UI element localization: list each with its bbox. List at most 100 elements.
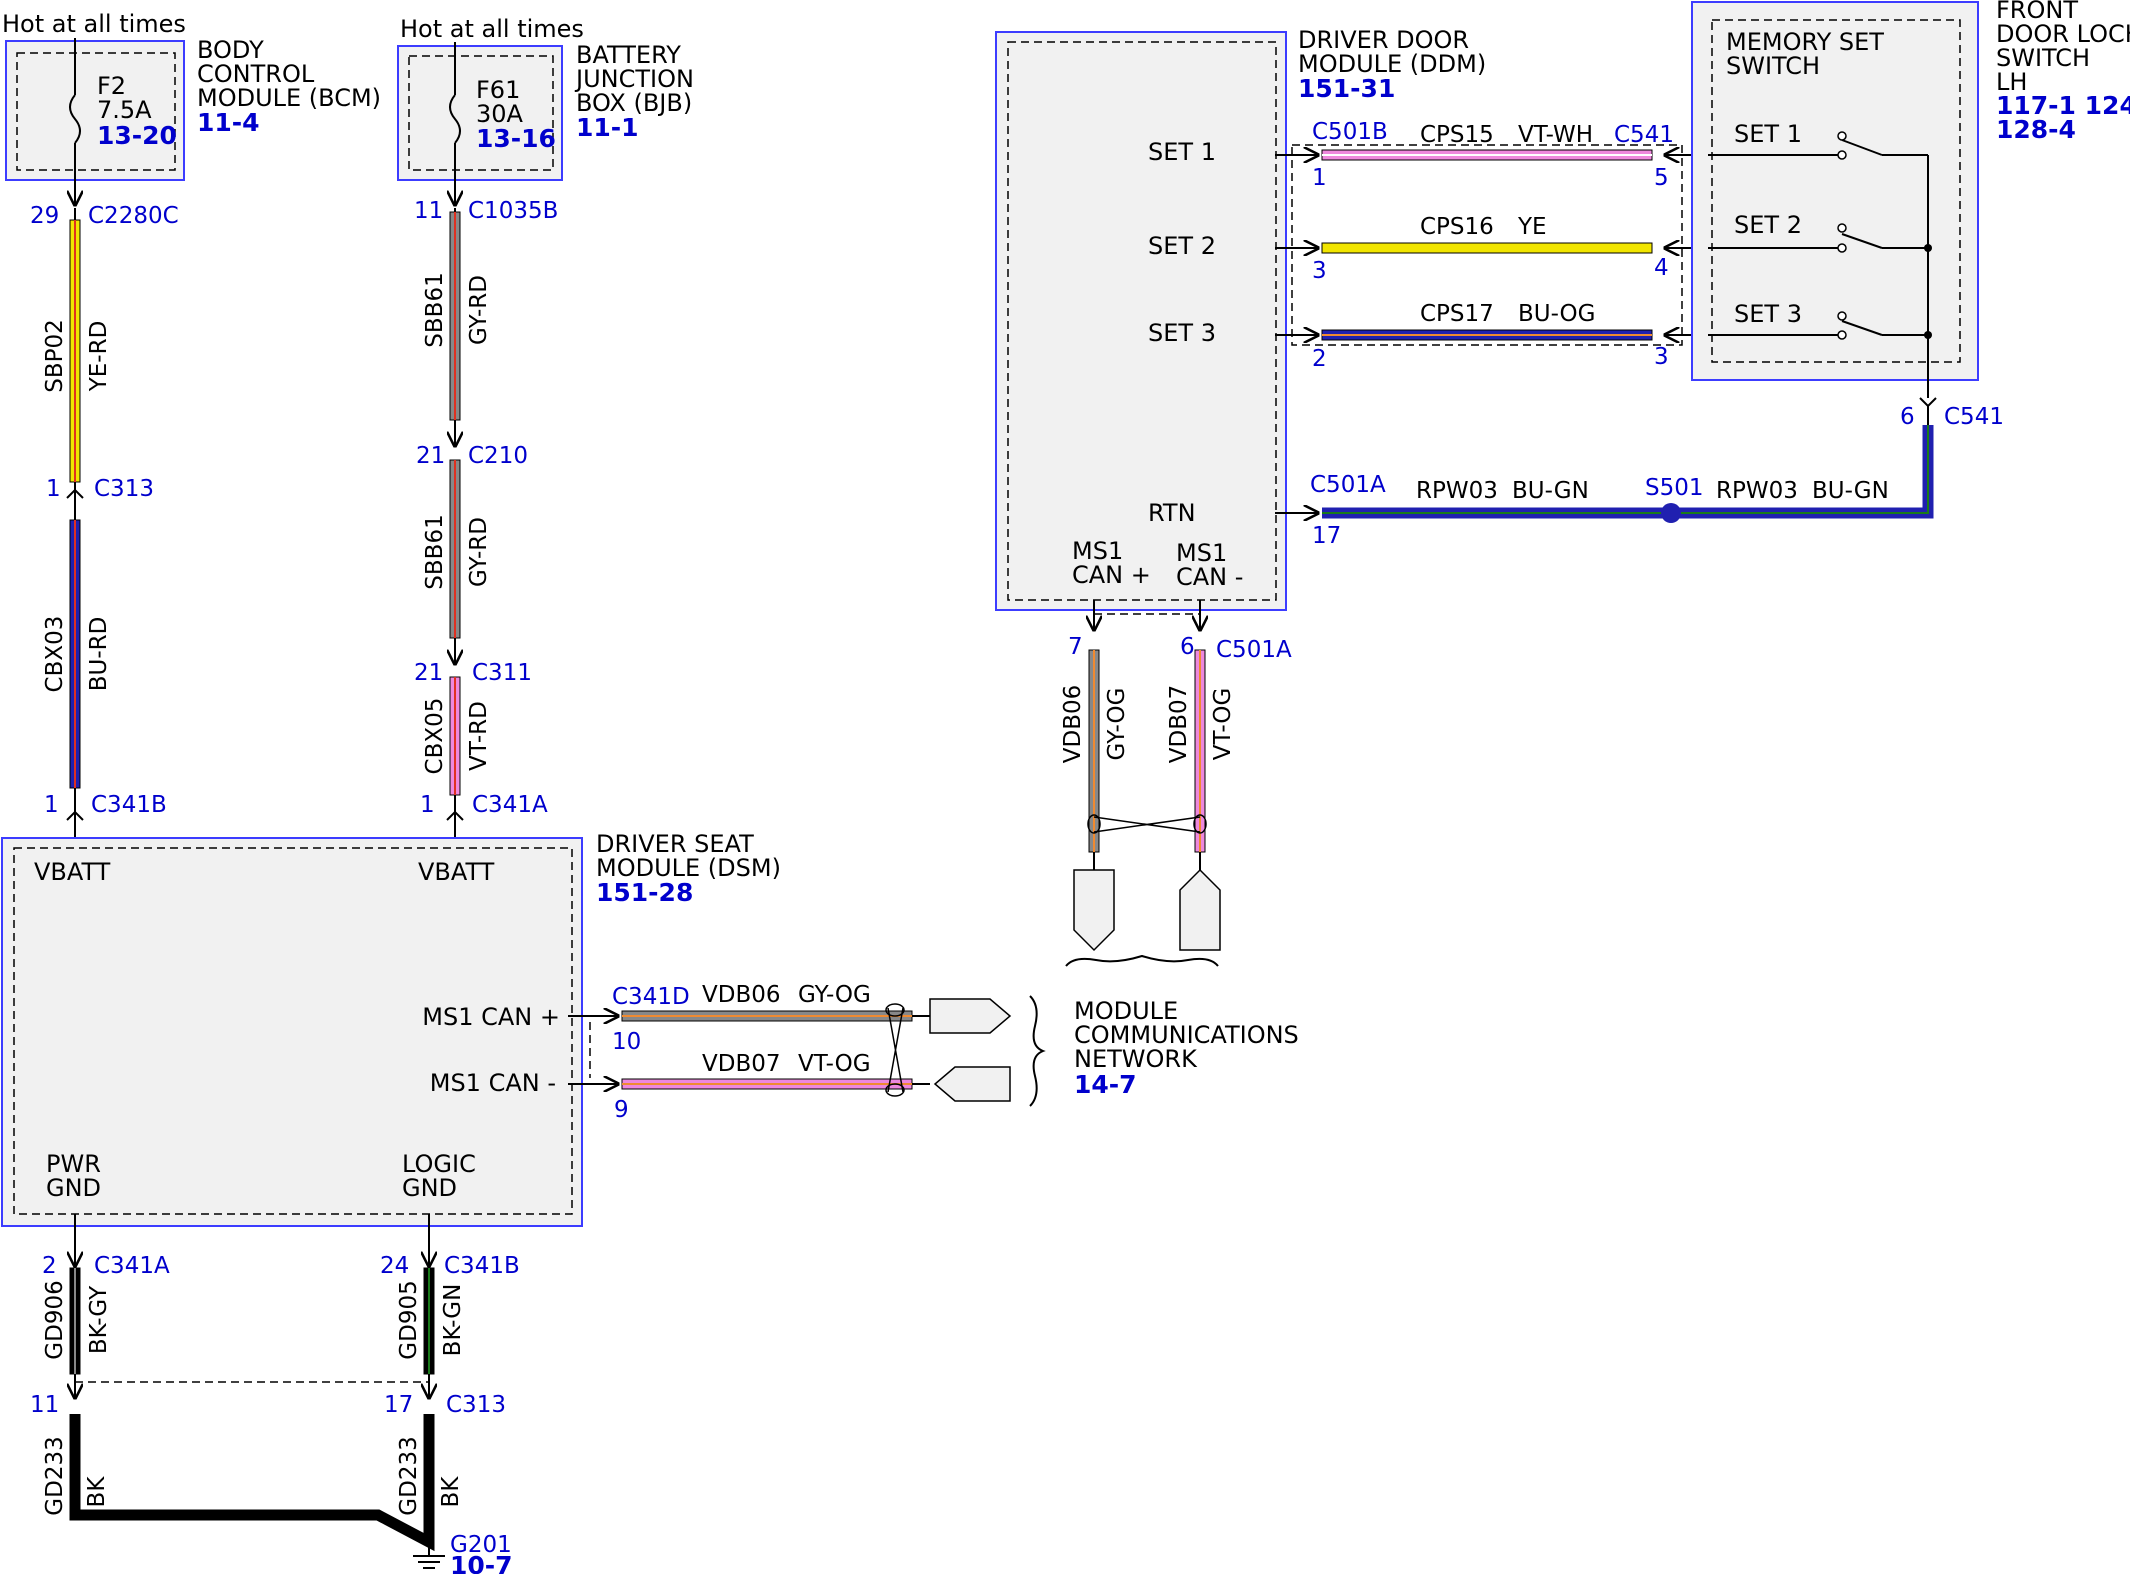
wire-VDB06-ddm (1088, 649, 1100, 853)
ddm-can-minus-1: MS1 (1176, 539, 1227, 567)
ddm-rtn-conn: C501A (1310, 472, 1386, 498)
mid-w1-circuit: SBB61 (422, 272, 448, 347)
ddm-network-brace-icon (1065, 954, 1219, 967)
dsm-inner-box (13, 847, 573, 1215)
mid-c3-conn: C311 (472, 660, 532, 686)
wire-CPS16 (1321, 242, 1653, 254)
bcm-label-1: BODY (197, 36, 264, 64)
wire-CPS15 (1321, 149, 1653, 161)
bjb-fuse-name: F61 (476, 76, 520, 104)
dsm-can-plus-circuit: VDB06 (702, 982, 781, 1008)
bcm-fuse-icon (69, 94, 81, 144)
gnd-left-conn: C341A (94, 1253, 170, 1279)
bjb-label-3: BOX (BJB) (576, 89, 692, 117)
dsm-can-plus-continuation-icon (929, 998, 1012, 1034)
ground-symbol-icon (413, 1542, 445, 1569)
dsm-can-minus-circuit: VDB07 (702, 1051, 781, 1077)
ddm-w3-circuit: CPS17 (1420, 301, 1494, 327)
ddm-rtn: RTN (1148, 499, 1196, 527)
ddm-set3: SET 3 (1148, 319, 1216, 347)
switch-outer-label-2: DOOR LOCK (1996, 20, 2130, 48)
left-c3-pin: 1 (44, 792, 59, 818)
switch-outer-label-1: FRONT (1996, 0, 2078, 24)
ddm-set2: SET 2 (1148, 232, 1216, 260)
switch-box (1691, 1, 1979, 381)
ddm-can-minus-pin: 6 (1180, 634, 1195, 660)
gnd-lower-left-color: BK (84, 1476, 110, 1508)
bjb-ref: 11-1 (576, 113, 639, 142)
wire-CPS17 (1321, 329, 1653, 341)
ddm-w3-color: BU-OG (1518, 301, 1595, 327)
gnd-left-circuit: GD906 (42, 1280, 68, 1359)
dsm-pwr-gnd-1: PWR (46, 1150, 101, 1178)
mid-c3-pin: 21 (414, 660, 443, 686)
left-c2-connector-icon (66, 488, 84, 499)
dsm-vbatt-2: VBATT (418, 858, 495, 886)
gnd-right-color: BK-GN (440, 1284, 466, 1357)
dsm-module-box (1, 837, 583, 1227)
dsm-can-conn: C341D (612, 984, 690, 1010)
gnd-left-pin: 2 (42, 1253, 57, 1279)
dsm-can-plus-color: GY-OG (798, 982, 871, 1008)
ddm-rtn-circuit-1: RPW03 (1416, 478, 1498, 504)
bjb-box (397, 45, 563, 181)
left-c2-conn: C313 (94, 476, 154, 502)
ddm-can-plus-continuation-icon (1073, 869, 1115, 952)
switch-label-1: MEMORY SET (1726, 28, 1884, 56)
wire-VDB06-dsm (621, 1010, 913, 1022)
switch-c541-pin: 6 (1900, 404, 1915, 430)
wire-GD905 (423, 1267, 435, 1375)
ddm-label-1: DRIVER DOOR (1298, 26, 1469, 54)
ddm-w2-circuit: CPS16 (1420, 214, 1494, 240)
switch-label-2: SWITCH (1726, 52, 1820, 80)
bcm-fuse-ref: 13-20 (97, 121, 177, 150)
mid-w3-color: VT-RD (466, 701, 492, 771)
gnd-left-color: BK-GY (86, 1285, 112, 1354)
switch-ref-2: 128-4 (1996, 115, 2076, 144)
gnd-lower-right-circuit: GD233 (396, 1436, 422, 1515)
ddm-module-box (995, 31, 1287, 611)
ddm-right-conn: C541 (1614, 122, 1674, 148)
gnd-c313-conn: C313 (446, 1392, 506, 1418)
bcm-box (5, 40, 185, 181)
mid-c2-conn: C210 (468, 443, 528, 469)
switch-outer-label-3: SWITCH (1996, 44, 2090, 72)
ddm-connector-dashed (1291, 144, 1683, 346)
wire-VDB07-dsm (621, 1078, 913, 1090)
bjb-inner-box (408, 55, 554, 171)
twisted-pair-icon (885, 1003, 905, 1097)
ddm-rtn-pin: 17 (1312, 523, 1341, 549)
splice-S501-icon (1661, 503, 1681, 523)
ddm-can-plus-pin: 7 (1068, 634, 1083, 660)
twisted-pair-ddm-icon (1087, 814, 1207, 834)
bcm-inner-box (16, 52, 176, 171)
ddm-splice-name: S501 (1645, 475, 1704, 501)
ddm-can-plus-color: GY-OG (1104, 688, 1130, 761)
switch-outer-label-4: LH (1996, 68, 2027, 96)
ddm-can-minus-2: CAN - (1176, 563, 1243, 591)
gnd-lower-right-color: BK (438, 1476, 464, 1508)
gnd-right-conn: C341B (444, 1253, 520, 1279)
gnd-right-circuit: GD905 (396, 1280, 422, 1359)
switch-c541-connector-icon (1919, 397, 1937, 408)
network-ref: 14-7 (1074, 1070, 1137, 1099)
ddm-w1-rpin: 5 (1654, 165, 1669, 191)
wire-SBB61-upper (449, 211, 461, 421)
ddm-left-conn: C501B (1312, 119, 1388, 145)
ddm-inner-box (1007, 41, 1277, 601)
bcm-label-2: CONTROL (197, 60, 315, 88)
mid-c2-pin: 21 (416, 443, 445, 469)
bcm-hot-label: Hot at all times (2, 10, 186, 38)
ddm-rtn-color-2: BU-GN (1812, 478, 1889, 504)
ddm-can-conn: C501A (1216, 637, 1292, 663)
ddm-can-minus-circuit: VDB07 (1166, 685, 1192, 764)
gnd-c313-right-pin: 17 (384, 1392, 413, 1418)
ddm-w3-rpin: 3 (1654, 344, 1669, 370)
left-w1-circuit: SBP02 (42, 319, 68, 393)
ddm-can-plus-2: CAN + (1072, 561, 1151, 589)
left-c3-conn: C341B (91, 792, 167, 818)
ddm-can-minus-color: VT-OG (1210, 688, 1236, 761)
bjb-fuse-ref: 13-16 (476, 124, 556, 153)
dsm-vbatt-1: VBATT (34, 858, 111, 886)
